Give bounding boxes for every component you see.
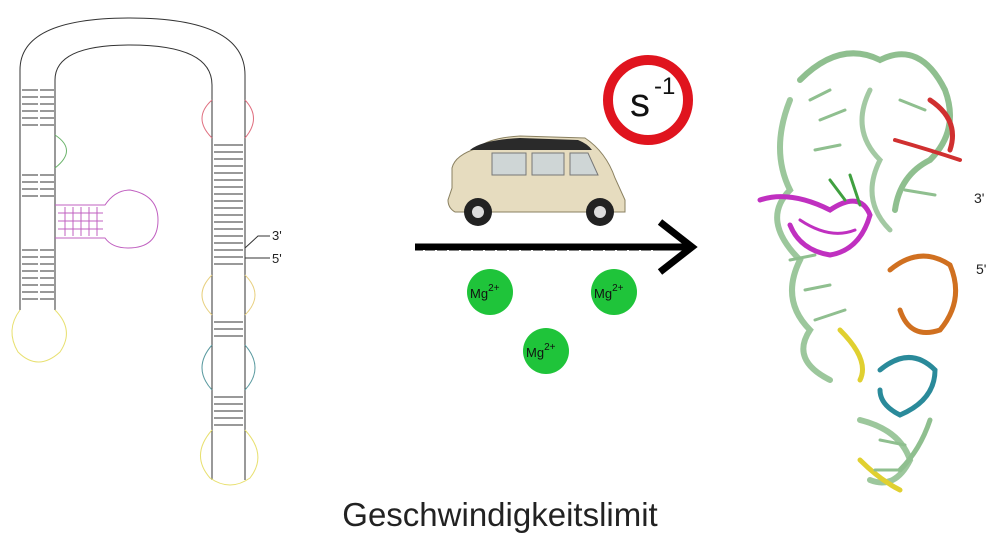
speed-limit-exponent: -1 <box>654 73 675 100</box>
mg-ion: Mg2+ <box>591 269 637 315</box>
mg-ion: Mg2+ <box>467 269 513 315</box>
left-helix-upper <box>22 89 54 126</box>
svg-text:Mg2+: Mg2+ <box>594 283 624 301</box>
reaction-arrow <box>415 219 698 275</box>
rna-2d-three-prime-label: 3' <box>272 228 282 243</box>
right-terminal-loop <box>200 429 259 486</box>
magenta-hairpin <box>55 189 159 249</box>
left-helix-middle <box>22 174 54 197</box>
right-loop-teal <box>201 344 213 391</box>
rna-tertiary-structure <box>757 50 962 493</box>
diagram-title: Geschwindigkeitslimit <box>342 496 658 533</box>
svg-text:Mg2+: Mg2+ <box>470 283 500 301</box>
left-helix-lower <box>22 249 54 300</box>
speed-limit-sign: s -1 <box>603 55 693 145</box>
right-loop-yellow-1 <box>201 274 213 316</box>
right-helix-3 <box>214 396 243 426</box>
right-helix-2 <box>214 321 243 337</box>
svg-text:Mg2+: Mg2+ <box>526 342 556 360</box>
three-prime-leader <box>244 235 270 249</box>
right-helix-1 <box>214 144 243 265</box>
rna-2d-five-prime-label: 5' <box>272 251 282 266</box>
left-internal-loop <box>54 134 67 169</box>
right-top-loop <box>201 99 213 139</box>
rna-3d-five-prime-label: 5' <box>976 261 986 277</box>
left-terminal-loop <box>11 309 67 363</box>
rna-secondary-structure <box>11 17 270 486</box>
mg-ion: Mg2+ <box>523 328 569 374</box>
car-icon <box>447 135 626 226</box>
speed-limit-unit: s <box>630 81 650 125</box>
rna-3d-three-prime-label: 3' <box>974 190 984 206</box>
